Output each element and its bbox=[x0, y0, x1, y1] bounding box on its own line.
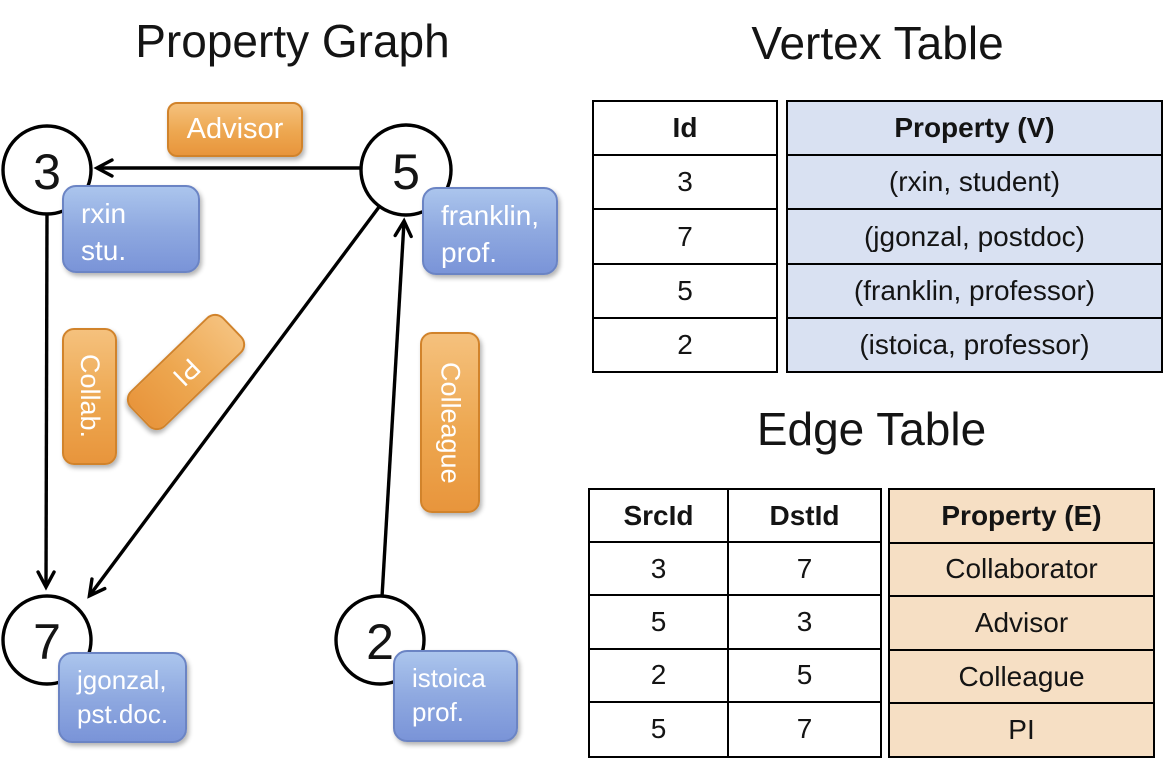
vertex-label-franklin: franklin, prof. bbox=[422, 187, 558, 275]
vertex-table-property-column: Property (V) (rxin, student) (jgonzal, p… bbox=[786, 100, 1163, 373]
vertex-label-line: jgonzal, bbox=[77, 665, 167, 695]
vertex-id-3: 3 bbox=[33, 144, 61, 200]
table-cell: (franklin, professor) bbox=[788, 264, 1161, 319]
table-cell: 7 bbox=[727, 543, 880, 597]
table-cell: Collaborator bbox=[890, 543, 1153, 598]
vertex-table: Id 3 7 5 2 Property (V) (rxin, student) … bbox=[592, 100, 1163, 373]
column-header-id: Id bbox=[594, 102, 776, 157]
column-header-property-v: Property (V) bbox=[788, 102, 1161, 157]
vertex-label-jgonzal: jgonzal, pst.doc. bbox=[58, 652, 187, 743]
column-header-property-e: Property (E) bbox=[890, 490, 1153, 544]
edge-label-advisor: Advisor bbox=[167, 102, 303, 157]
vertex-label-line: franklin, bbox=[441, 200, 540, 231]
table-cell: 5 bbox=[594, 265, 776, 319]
table-cell: 7 bbox=[727, 702, 880, 756]
table-cell: Colleague bbox=[890, 650, 1153, 705]
column-header-dstid: DstId bbox=[727, 490, 880, 544]
column-header-srcid: SrcId bbox=[590, 490, 727, 544]
vertex-label-line: pst.doc. bbox=[77, 699, 169, 730]
vertex-id-7: 7 bbox=[33, 614, 61, 670]
edge-table-property-column: Property (E) Collaborator Advisor Collea… bbox=[888, 488, 1155, 758]
edge-table: SrcId DstId 3 7 5 3 2 5 5 7 Property (E)… bbox=[588, 488, 1155, 758]
vertex-label-line: rxin bbox=[81, 198, 127, 229]
table-cell: 7 bbox=[594, 210, 776, 265]
vertex-label-line: stu. bbox=[81, 234, 127, 266]
table-cell: 5 bbox=[650, 713, 667, 745]
vertex-id-5: 5 bbox=[392, 144, 420, 200]
vertex-label-line: prof. bbox=[441, 236, 498, 268]
edge-label-collab: Collab. bbox=[62, 328, 117, 465]
table-cell: (istoica, professor) bbox=[788, 318, 1161, 372]
table-cell: Advisor bbox=[890, 597, 1153, 651]
vertex-table-title: Vertex Table bbox=[751, 17, 1004, 69]
table-cell: 3 bbox=[727, 596, 880, 650]
vertex-table-id-column: Id 3 7 5 2 bbox=[592, 100, 778, 373]
table-cell: 5 bbox=[590, 596, 727, 650]
table-cell: 2 bbox=[677, 328, 693, 360]
edge-arrow-2-to-5 bbox=[380, 217, 413, 598]
table-cell: 3 bbox=[594, 156, 776, 211]
edge-label-colleague: Colleague bbox=[420, 332, 480, 513]
vertex-label-line: prof. bbox=[412, 697, 465, 728]
edge-arrow-3-to-7 bbox=[36, 212, 56, 591]
vertex-label-istoica: istoica prof. bbox=[393, 650, 518, 742]
table-cell: 5 bbox=[727, 649, 880, 703]
vertex-id-2: 2 bbox=[366, 614, 394, 670]
table-cell: (jgonzal, postdoc) bbox=[788, 210, 1161, 265]
edge-table-title: Edge Table bbox=[756, 403, 987, 455]
property-graph-title: Property Graph bbox=[135, 15, 450, 67]
vertex-label-line: istoica bbox=[412, 663, 486, 693]
table-cell: 3 bbox=[590, 543, 727, 597]
vertex-label-rxin: rxin stu. bbox=[62, 185, 200, 273]
table-cell: PI bbox=[890, 704, 1153, 756]
table-cell: (rxin, student) bbox=[788, 156, 1161, 211]
table-cell: 2 bbox=[590, 650, 727, 703]
edge-arrow-5-to-7 bbox=[87, 205, 381, 599]
edge-table-id-columns: SrcId DstId 3 7 5 3 2 5 5 7 bbox=[588, 488, 882, 758]
